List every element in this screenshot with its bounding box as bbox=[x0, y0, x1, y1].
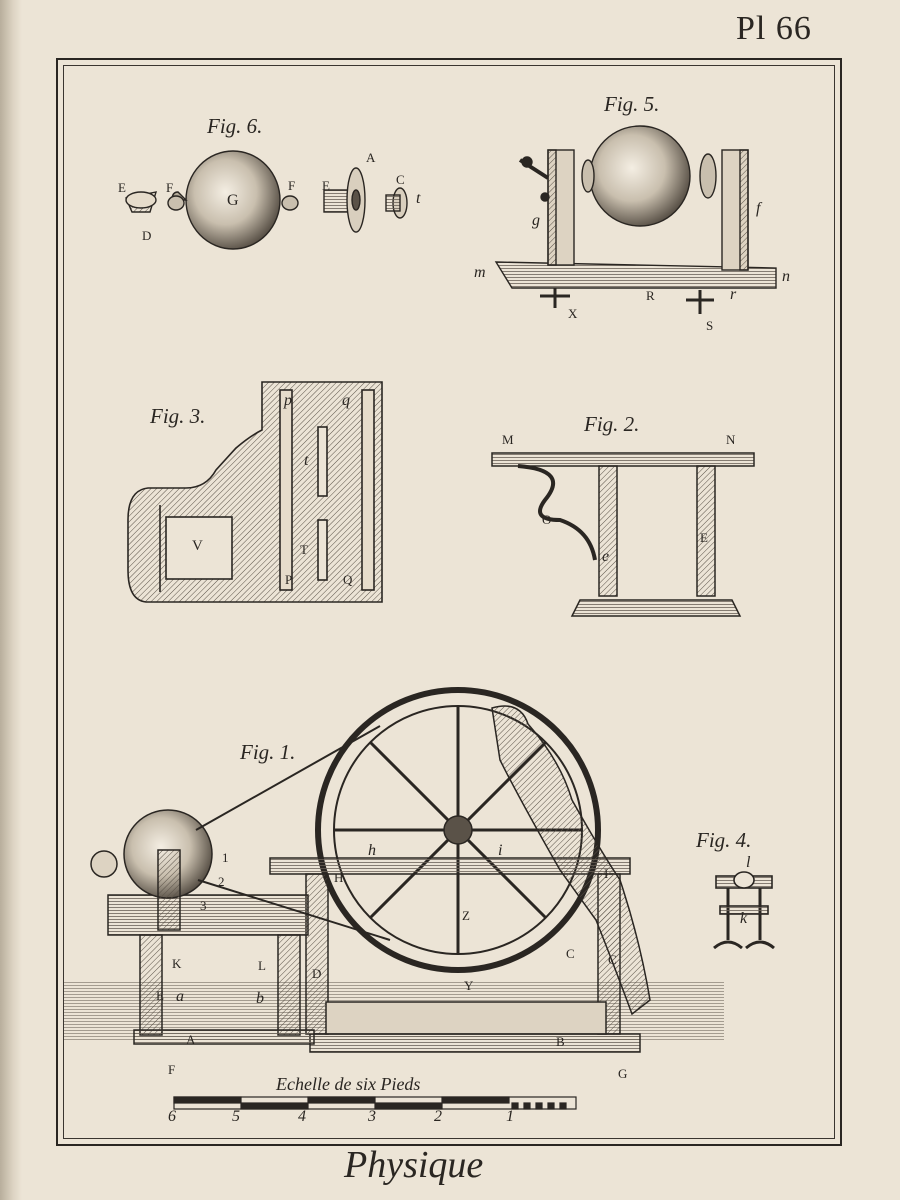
fig2-letter-O: O bbox=[542, 512, 552, 527]
fig3-letter-T: T bbox=[300, 542, 308, 557]
fig5-label: Fig. 5. bbox=[604, 92, 660, 116]
fig2-letter-E: E bbox=[700, 530, 708, 545]
fig1-letter-B: B bbox=[556, 1034, 565, 1049]
fig1-letter-K: K bbox=[172, 956, 182, 971]
fig5-letter-R: R bbox=[646, 288, 655, 303]
scale-tick-2: 2 bbox=[434, 1108, 442, 1125]
fig1-drawing bbox=[64, 687, 724, 1053]
fig6-label: Fig. 6. bbox=[207, 114, 263, 138]
scale-tick-4: 4 bbox=[298, 1108, 306, 1125]
fig1-letter-Z: Z bbox=[462, 908, 470, 923]
fig2-drawing bbox=[491, 452, 755, 617]
plate-title: Physique bbox=[344, 1144, 484, 1186]
fig6-letter-E1: E bbox=[118, 180, 126, 195]
fig1-letter-H: H bbox=[334, 870, 344, 885]
plate-number: Pl 66 bbox=[736, 10, 812, 47]
fig4-label: Fig. 4. bbox=[696, 828, 752, 852]
fig2-letter-N: N bbox=[726, 432, 736, 447]
fig3-drawing bbox=[127, 381, 383, 603]
fig6-letter-F1: F bbox=[166, 180, 174, 195]
fig3-letter-p: p bbox=[284, 392, 292, 409]
fig5-letter-m: m bbox=[474, 264, 486, 281]
fig5-letter-n: n bbox=[782, 268, 790, 285]
fig1-letter-b: b bbox=[256, 990, 264, 1007]
fig4-drawing bbox=[713, 871, 775, 950]
scale-tick-3: 3 bbox=[368, 1108, 376, 1125]
fig1-letter-1: 1 bbox=[222, 850, 229, 865]
fig6-letter-C: C bbox=[396, 172, 405, 187]
fig4-letter-l: l bbox=[746, 854, 751, 871]
fig6-letter-t: t bbox=[416, 190, 421, 207]
fig2-letter-e: e bbox=[602, 548, 610, 565]
plate-frame-outer bbox=[56, 58, 842, 1146]
fig1-letter-D: D bbox=[312, 966, 322, 981]
fig4-letter-k: k bbox=[740, 910, 748, 927]
fig3-letter-q: q bbox=[342, 392, 350, 409]
fig1-letter-C2: C bbox=[608, 952, 617, 967]
fig1-letter-G: G bbox=[618, 1066, 628, 1081]
fig6-letter-A: A bbox=[366, 150, 376, 165]
fig6-drawing bbox=[125, 150, 408, 250]
fig5-letter-X: X bbox=[568, 306, 578, 321]
fig5-letter-r: r bbox=[730, 286, 737, 303]
fig1-letter-Y: Y bbox=[464, 978, 474, 993]
fig1-letter-i: i bbox=[498, 842, 503, 859]
fig3-label: Fig. 3. bbox=[150, 404, 206, 428]
fig1-letter-L: L bbox=[258, 958, 266, 973]
fig3-letter-t: t bbox=[304, 452, 309, 469]
fig6-letter-F2: F bbox=[288, 178, 296, 193]
fig5-drawing bbox=[494, 125, 777, 314]
scale-tick-1: 1 bbox=[506, 1108, 514, 1125]
fig3-letter-V: V bbox=[192, 538, 203, 554]
fig1-letter-A: A bbox=[186, 1032, 196, 1047]
fig5-letter-f: f bbox=[756, 200, 761, 217]
fig1-letter-C1: C bbox=[566, 946, 575, 961]
scale-caption: Echelle de six Pieds bbox=[276, 1074, 421, 1094]
fig1-letter-F: F bbox=[168, 1062, 176, 1077]
fig1-letter-E: E bbox=[156, 988, 164, 1003]
fig3-letter-P: P bbox=[285, 572, 293, 587]
fig6-letter-D: D bbox=[142, 228, 152, 243]
fig2-letter-M: M bbox=[502, 432, 514, 447]
scale-bar bbox=[173, 1096, 577, 1110]
fig6-letter-G: G bbox=[227, 192, 239, 209]
fig1-letter-2: 2 bbox=[218, 874, 225, 889]
fig1-label: Fig. 1. bbox=[240, 740, 296, 764]
fig1-letter-a: a bbox=[176, 988, 184, 1005]
fig1-letter-h: h bbox=[368, 842, 376, 859]
fig1-letter-3: 3 bbox=[200, 898, 207, 913]
fig5-letter-S: S bbox=[706, 318, 714, 333]
fig5-letter-g: g bbox=[532, 212, 540, 229]
scale-tick-6: 6 bbox=[168, 1108, 176, 1125]
plate-frame-inner bbox=[63, 65, 835, 1139]
fig3-letter-Q: Q bbox=[343, 572, 353, 587]
book-gutter-shadow bbox=[0, 0, 22, 1200]
fig2-label: Fig. 2. bbox=[584, 412, 640, 436]
scale-tick-5: 5 bbox=[232, 1108, 240, 1125]
fig6-letter-E2: E bbox=[322, 178, 330, 193]
fig1-letter-I: I bbox=[604, 866, 609, 881]
